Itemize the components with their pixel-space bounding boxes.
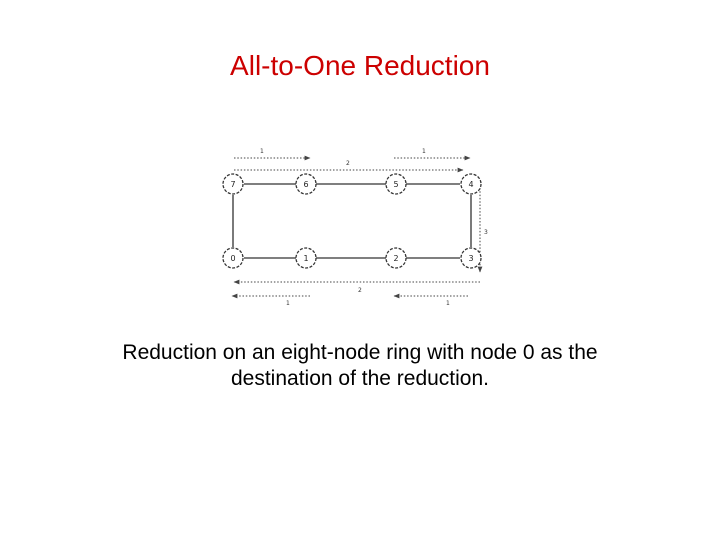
node-1: 1: [295, 247, 317, 269]
step-label-top-middle: 2: [346, 160, 350, 167]
node-0: 0: [222, 247, 244, 269]
step-label-right-side: 3: [484, 229, 488, 236]
caption-line-1: Reduction on an eight-node ring with nod…: [122, 341, 598, 364]
step-label-top-right: 1: [422, 148, 426, 155]
node-6: 6: [295, 173, 317, 195]
ring-links: [232, 183, 472, 259]
node-7: 7: [222, 173, 244, 195]
node-label: 0: [230, 254, 235, 263]
node-label: 4: [468, 180, 473, 189]
ring-reduction-diagram: 1 2 1 3 2 1 1 7 6 5 4 0 1 2 3: [222, 148, 488, 307]
message-arrows: [231, 155, 483, 299]
node-5: 5: [385, 173, 407, 195]
node-label: 5: [393, 180, 398, 189]
node-label: 7: [230, 180, 235, 189]
node-label: 6: [303, 180, 308, 189]
step-label-bottom-left: 1: [286, 300, 290, 307]
slide-title: All-to-One Reduction: [230, 50, 490, 81]
node-label: 2: [393, 254, 398, 263]
node-3: 3: [460, 247, 482, 269]
step-label-top-left: 1: [260, 148, 264, 155]
step-label-bottom-right: 1: [446, 300, 450, 307]
node-label: 3: [468, 254, 473, 263]
diagram-caption: Reduction on an eight-node ring with nod…: [60, 340, 660, 392]
node-2: 2: [385, 247, 407, 269]
node-label: 1: [303, 254, 308, 263]
node-4: 4: [460, 173, 482, 195]
step-label-bottom-middle: 2: [358, 287, 362, 294]
caption-line-2: destination of the reduction.: [230, 367, 489, 390]
